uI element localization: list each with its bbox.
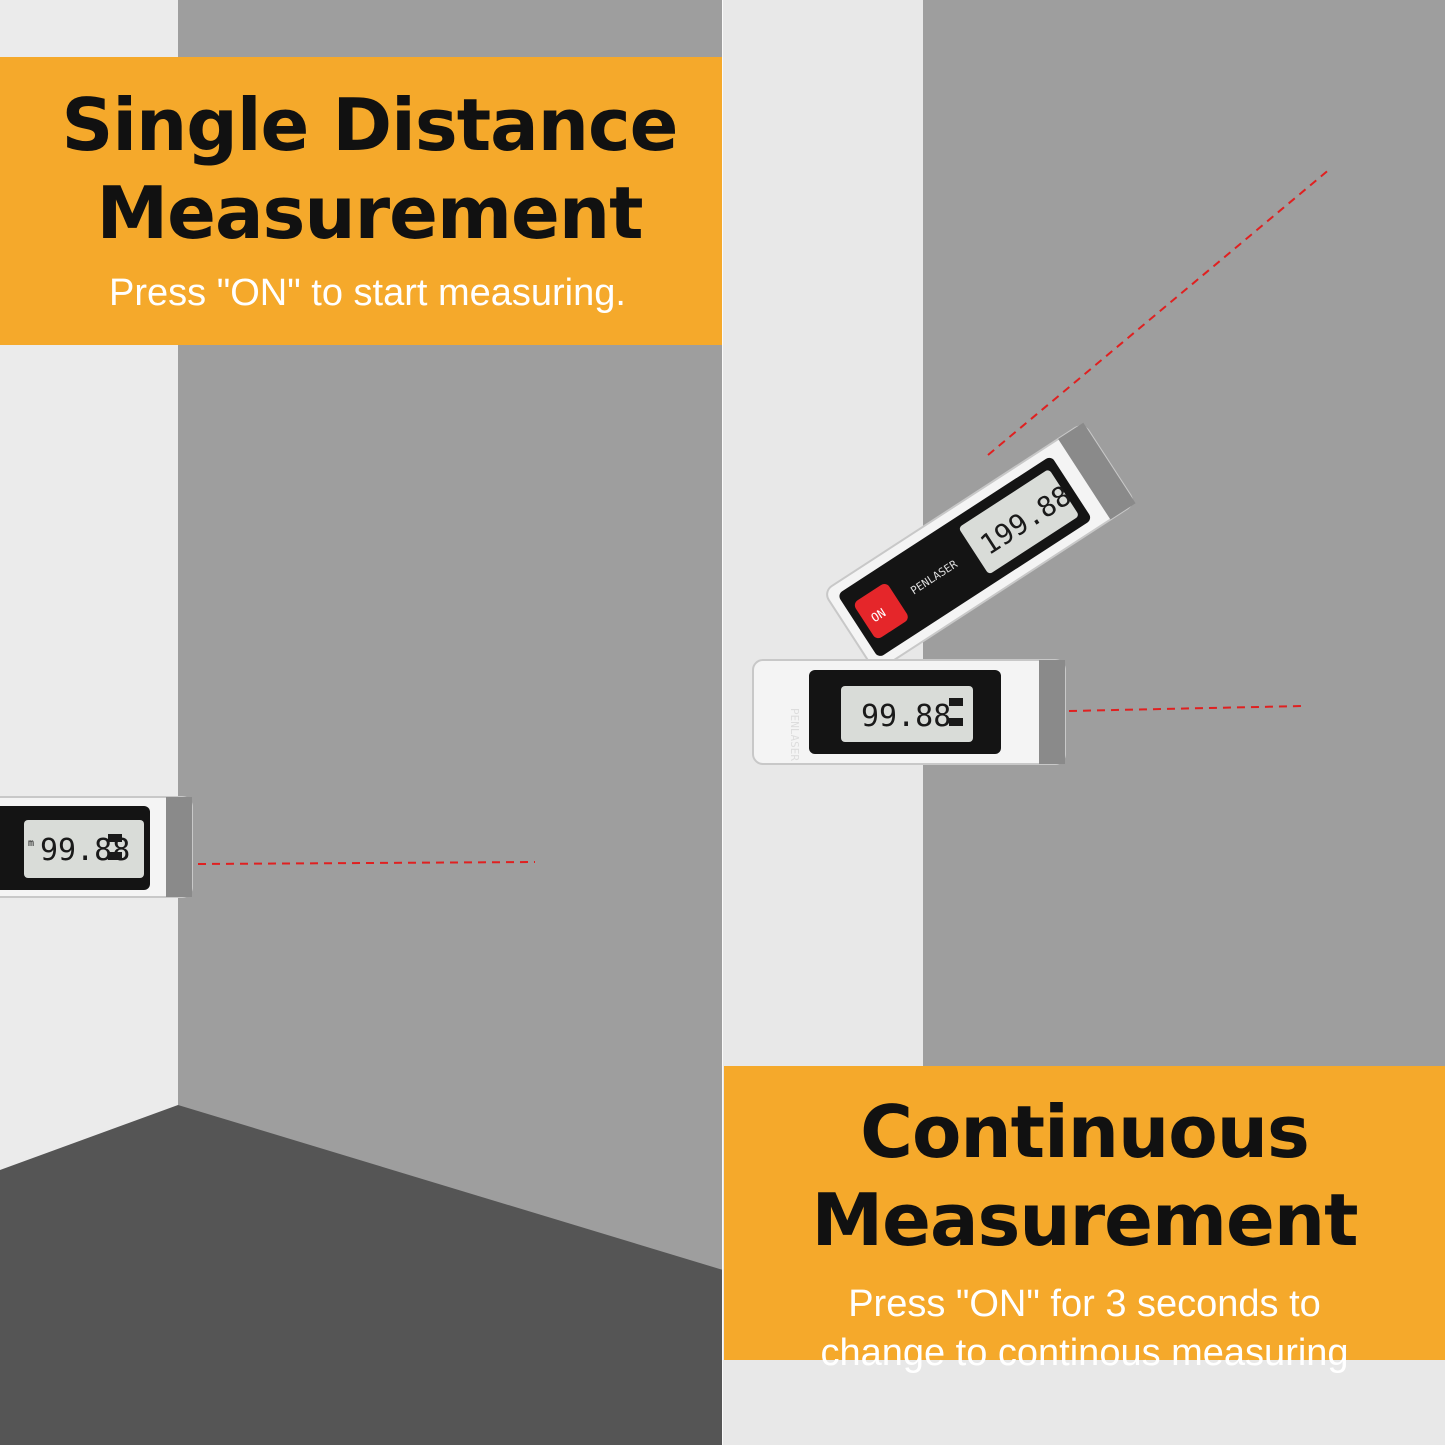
laser-beam-horizontal — [1068, 705, 1304, 712]
laser-device-tilted: ON PENLASER 199.88 — [826, 422, 1136, 670]
on-button[interactable] — [853, 582, 911, 641]
mode-icon — [108, 852, 122, 860]
continuous-subtitle-line2: change to continous measuring — [820, 1332, 1349, 1374]
continuous-subtitle-line1: Press "ON" for 3 seconds to — [848, 1283, 1321, 1325]
continuous-title-line2: Measurement — [811, 1178, 1358, 1262]
mode-icon — [949, 718, 963, 726]
battery-icon — [108, 834, 122, 842]
battery-icon — [949, 698, 963, 706]
continuous-title-line1: Continuous — [860, 1090, 1310, 1174]
continuous-subtitle: Press "ON" for 3 seconds to change to co… — [724, 1280, 1445, 1378]
laser-beam — [197, 861, 536, 865]
single-measurement-scene: 99.88 m Single Distance Measurement Pres… — [0, 0, 723, 1445]
brand-label-horizontal: PENLASER — [788, 708, 801, 761]
floor — [0, 1105, 723, 1445]
on-button-label: ON — [869, 606, 889, 626]
laser-beam-diagonal — [987, 167, 1332, 456]
continuous-measurement-banner: Continuous Measurement Press "ON" for 3 … — [724, 1066, 1445, 1374]
left-device-unit: m — [28, 838, 34, 849]
single-title-line1: Single Distance — [61, 83, 679, 167]
single-subtitle: Press "ON" to start measuring. — [109, 272, 626, 314]
horizontal-device-reading: 99.88 — [861, 699, 951, 734]
single-measurement-banner: Single Distance Measurement Press "ON" t… — [0, 57, 723, 345]
single-title-line2: Measurement — [96, 171, 643, 255]
laser-device-horizontal: PENLASER 99.88 — [752, 659, 1066, 765]
laser-device-left: 99.88 m — [0, 796, 193, 898]
